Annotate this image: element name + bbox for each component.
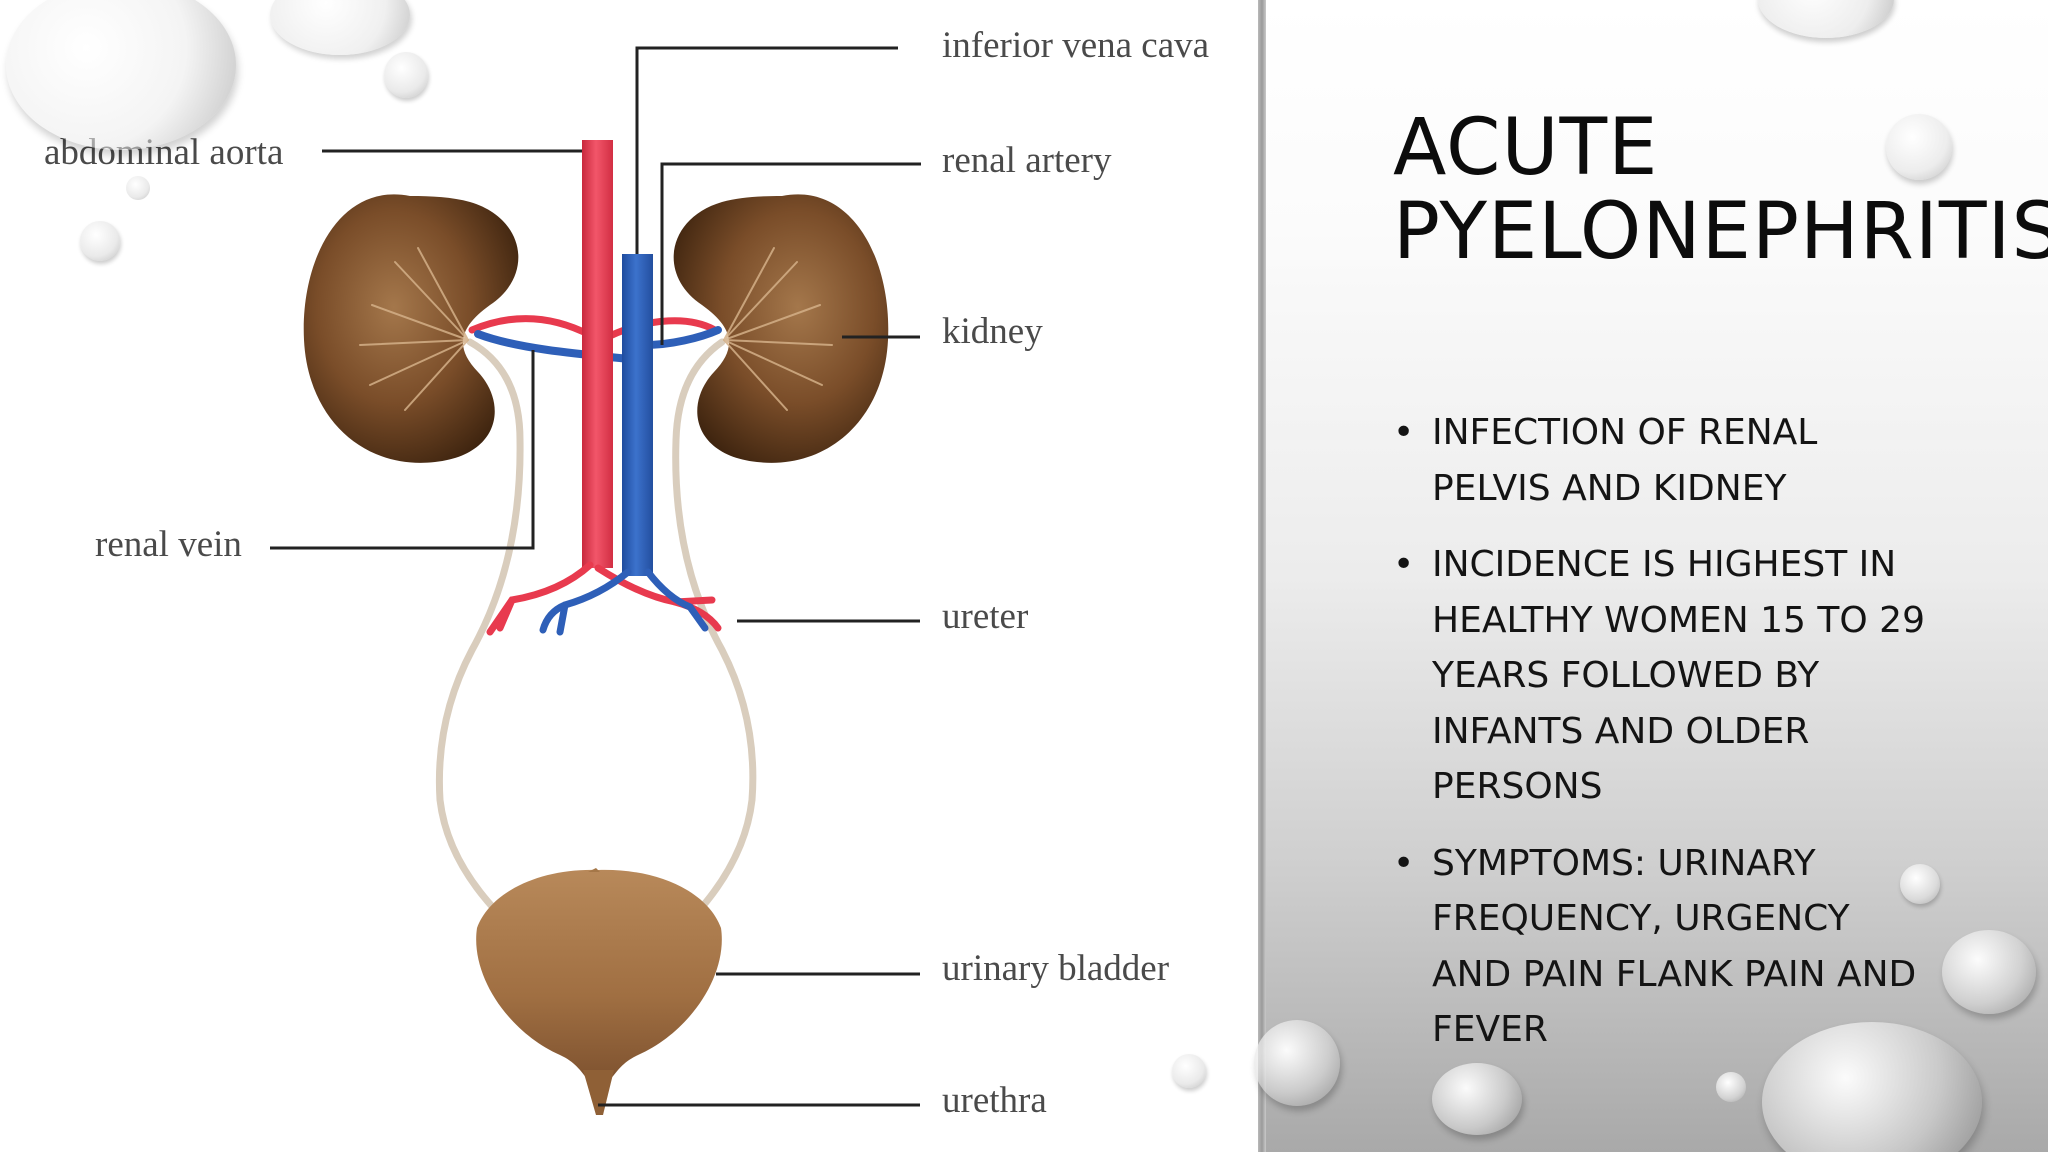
water-droplet: [1172, 1054, 1206, 1088]
kidney-calyces: [359, 247, 833, 411]
label-urethra: urethra: [942, 1080, 1047, 1121]
water-droplet: [1254, 1020, 1340, 1106]
bladder-apex: [588, 868, 600, 872]
bullet-item: • INCIDENCE IS HIGHEST IN HEALTHY WOMEN …: [1393, 537, 1933, 815]
water-droplet: [1942, 930, 2036, 1014]
bullet-text: INCIDENCE IS HIGHEST IN HEALTHY WOMEN 15…: [1432, 544, 1925, 807]
bullet-list: • INFECTION OF RENAL PELVIS AND KIDNEY •…: [1393, 405, 1933, 1079]
label-ureter: ureter: [942, 596, 1029, 637]
label-urinary-bladder: urinary bladder: [942, 948, 1170, 989]
iliac-veins: [539, 568, 709, 636]
water-droplet: [1900, 864, 1940, 904]
urinary-bladder: [476, 869, 722, 1080]
water-droplet: [1762, 1022, 1982, 1152]
text-panel: [1266, 0, 2048, 1152]
label-kidney: kidney: [942, 311, 1043, 352]
water-droplet: [126, 176, 150, 200]
water-droplet: [6, 0, 236, 150]
leader-lines: [270, 46, 921, 1107]
left-kidney: [303, 194, 519, 463]
water-droplet: [1432, 1063, 1522, 1135]
bullet-item: • INFECTION OF RENAL PELVIS AND KIDNEY: [1393, 405, 1933, 516]
water-droplet: [384, 52, 428, 98]
urinary-system-diagram: [270, 46, 921, 1115]
urinary-system-illustration: inferior vena cava abdominal aorta renal…: [44, 25, 1210, 1121]
bullet-text: SYMPTOMS: URINARY FREQUENCY, URGENCY AND…: [1432, 842, 1917, 1051]
bullet-marker: •: [1393, 544, 1415, 585]
bullet-text: INFECTION OF RENAL PELVIS AND KIDNEY: [1432, 412, 1818, 509]
water-droplet: [80, 221, 120, 261]
water-droplet: [1716, 1072, 1746, 1102]
label-renal-vein: renal vein: [95, 524, 242, 565]
iliac-arteries: [486, 561, 722, 636]
bullet-marker: •: [1393, 842, 1415, 884]
bullet-marker: •: [1393, 412, 1415, 453]
inferior-vena-cava: [622, 254, 653, 576]
bullet-item: • SYMPTOMS: URINARY FREQUENCY, URGENCY A…: [1393, 836, 1933, 1058]
right-kidney: [673, 194, 889, 463]
label-renal-artery: renal artery: [942, 140, 1112, 181]
panel-divider: [1258, 0, 1266, 1152]
abdominal-aorta: [582, 140, 613, 568]
label-inferior-vena-cava: inferior vena cava: [942, 25, 1210, 66]
slide-title: ACUTE PYELONEPHRITIS: [1393, 103, 2048, 277]
ureters: [435, 338, 757, 919]
urethra: [583, 1070, 614, 1115]
water-droplet: [1886, 114, 1952, 180]
